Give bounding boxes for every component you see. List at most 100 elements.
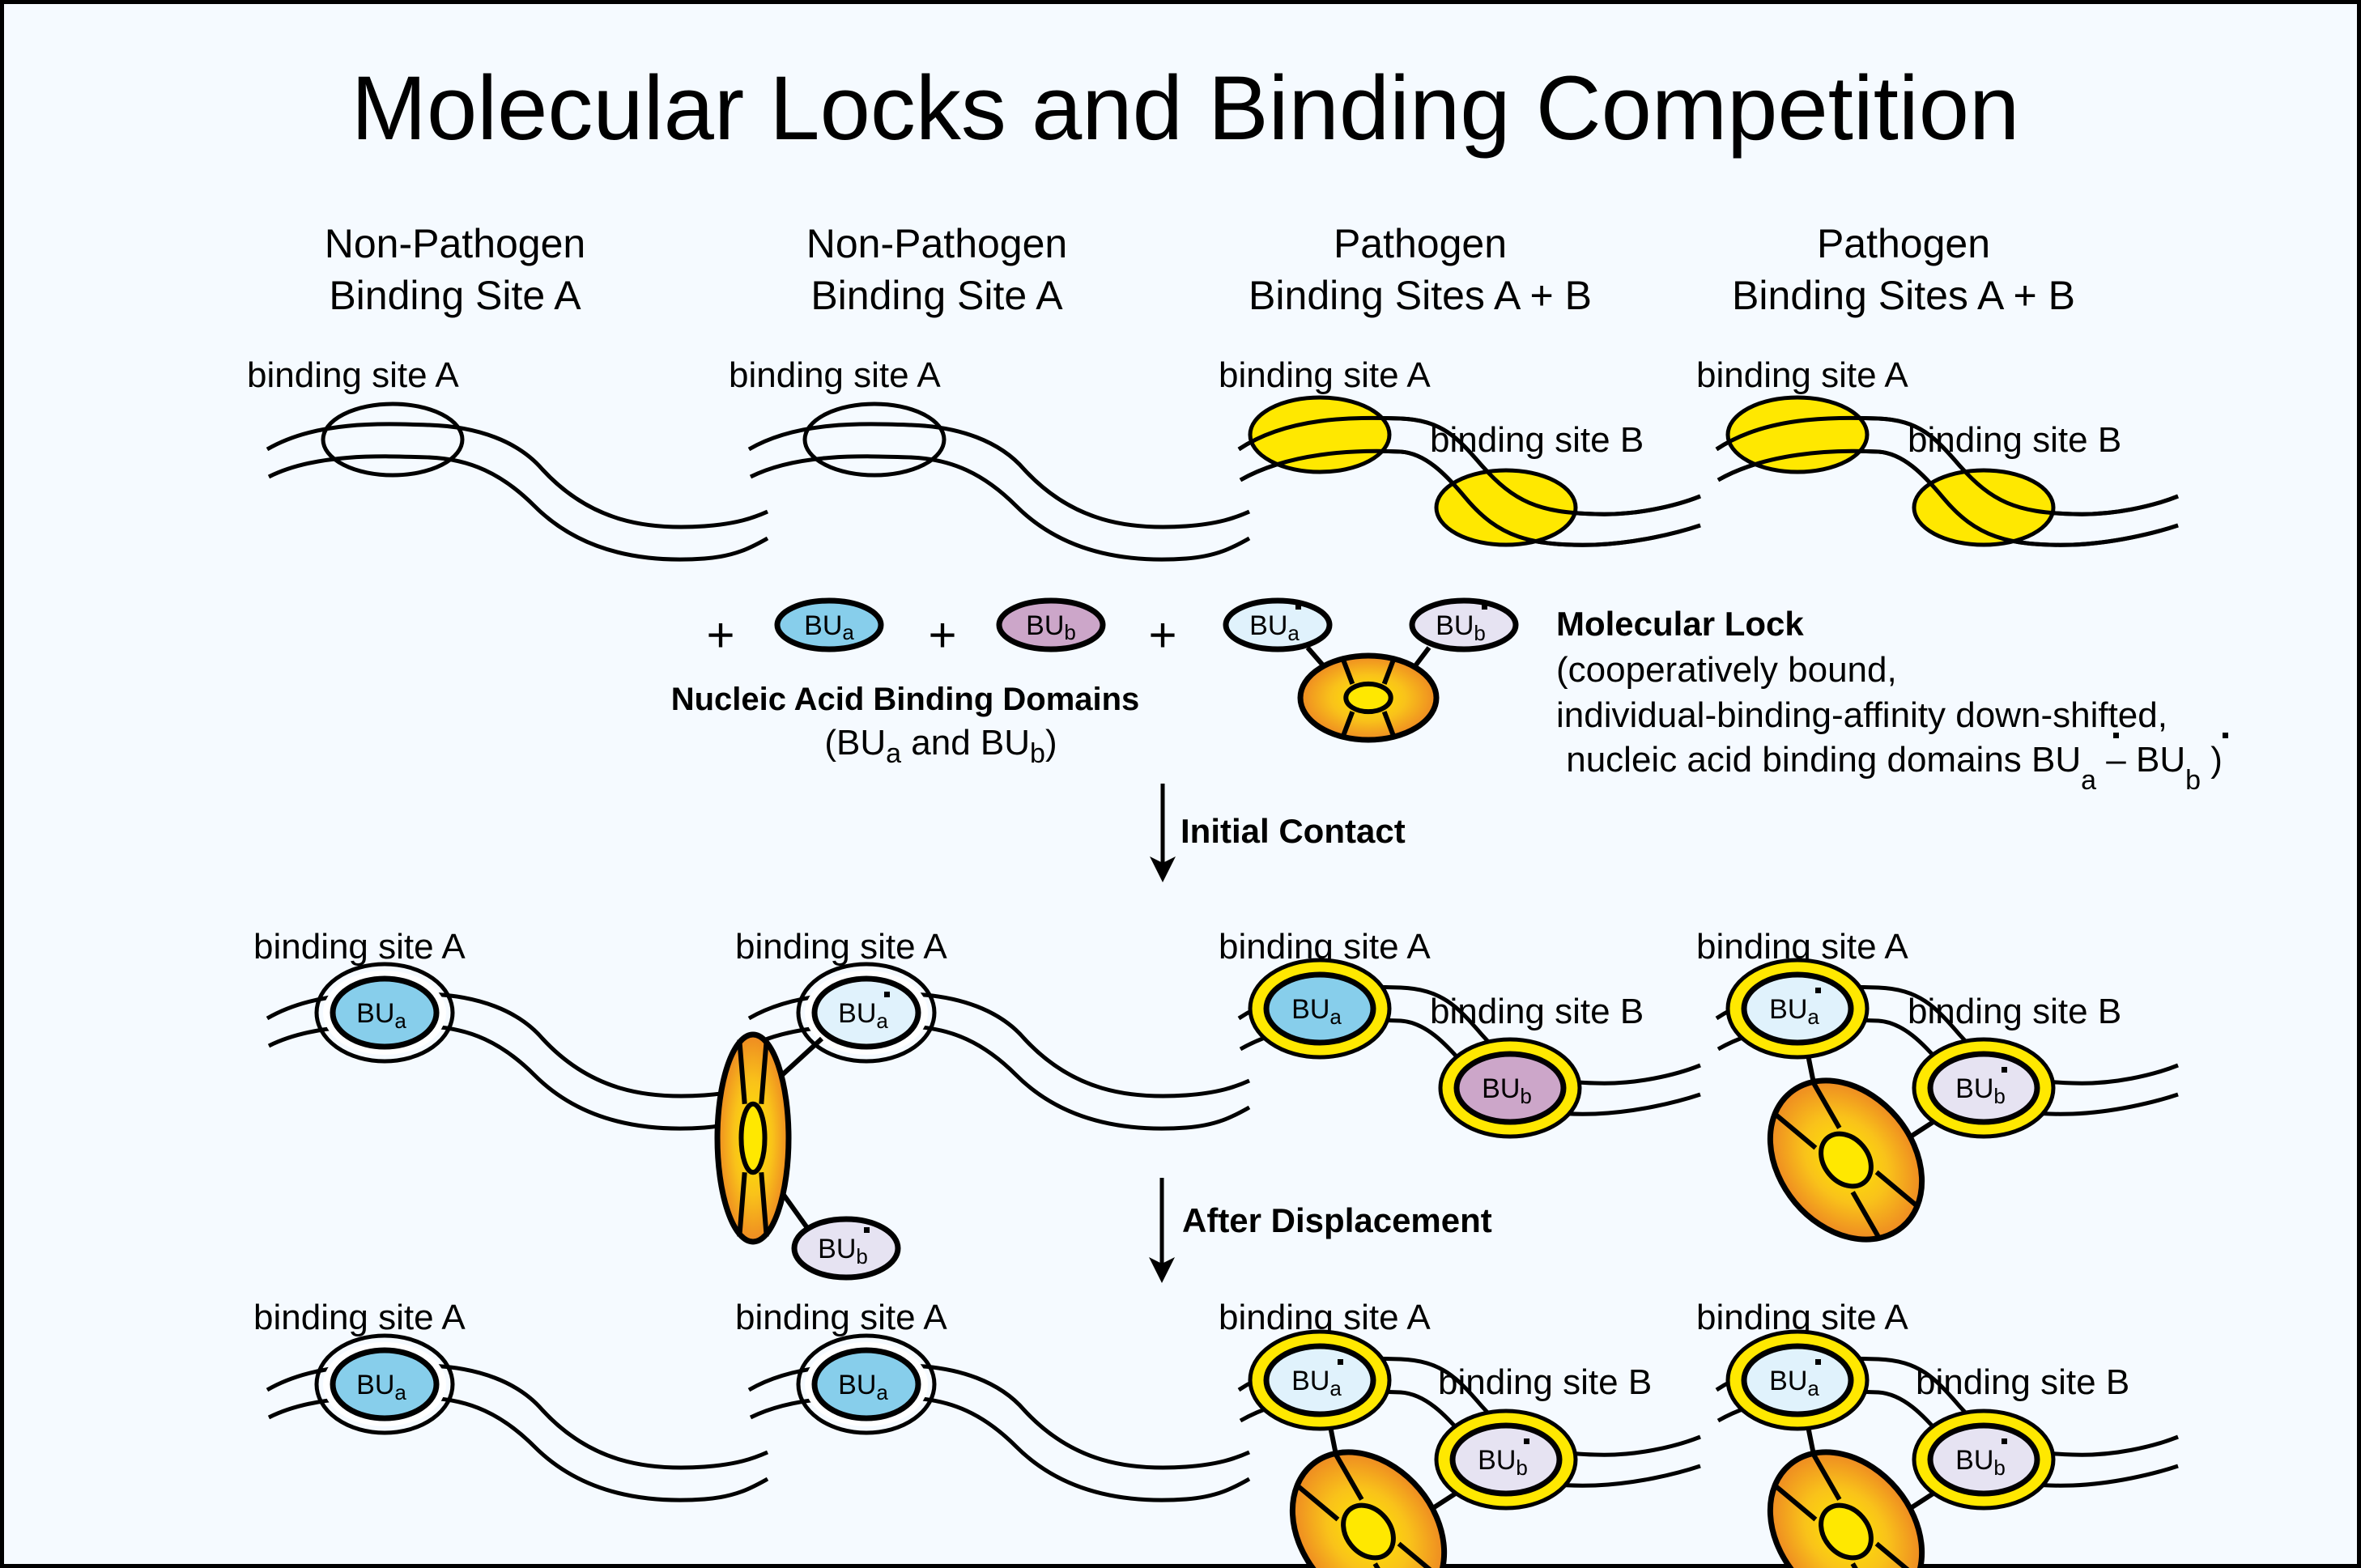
strand-top bbox=[266, 422, 769, 529]
bu-a-minus-domain: BUa bbox=[1223, 597, 1333, 652]
step-arrow-initial-contact: Initial Contact bbox=[1150, 784, 1406, 882]
nabd-title: Nucleic Acid Binding Domains bbox=[671, 682, 1140, 717]
binding-site-a-label: binding site A bbox=[1219, 355, 1431, 395]
bu-a-ellipse bbox=[774, 597, 884, 652]
bu-b-domain: BUb bbox=[1453, 1051, 1567, 1125]
column-header-4-line2: Binding Sites A + B bbox=[1732, 273, 2075, 318]
strand-top bbox=[747, 422, 1251, 529]
molecular-lock bbox=[1767, 1449, 1925, 1568]
minus-mark bbox=[2002, 1067, 2007, 1073]
strand-bottom bbox=[1717, 448, 2179, 547]
binding-site-a-label: binding site A bbox=[735, 1298, 947, 1337]
lock-core bbox=[1343, 681, 1393, 715]
binding-site-a-ring bbox=[796, 962, 937, 1064]
nabd-subtitle: (BUa and BUb) bbox=[824, 723, 1057, 769]
binding-site-a-label: binding site A bbox=[253, 1298, 466, 1337]
column-header-4-line1: Pathogen bbox=[1817, 221, 1990, 266]
binding-site-a-label: binding site A bbox=[735, 927, 947, 967]
minus-mark bbox=[864, 1227, 870, 1233]
step-label-initial-contact: Initial Contact bbox=[1180, 812, 1406, 850]
minus-mark bbox=[884, 992, 890, 997]
molecular-lock-reagent: BUa BUb bbox=[1223, 597, 1519, 743]
molecular-lock bbox=[1289, 1449, 1448, 1568]
lock-divider bbox=[759, 1039, 769, 1105]
bu-a-minus-domain-label: BUa bbox=[1249, 610, 1300, 645]
minus-mark bbox=[1295, 604, 1301, 610]
lock-divider bbox=[737, 1171, 747, 1237]
lock-divider bbox=[1397, 1541, 1443, 1568]
bu-b-minus-domain-ellipse bbox=[791, 1216, 901, 1281]
bu-b-minus-domain-ellipse bbox=[1927, 1422, 2040, 1497]
lock-divider bbox=[1294, 1482, 1340, 1522]
binding-site-b-label: binding site B bbox=[1430, 420, 1644, 460]
bu-b-domain-ellipse bbox=[1453, 1051, 1567, 1125]
minus-mark bbox=[1338, 1359, 1343, 1365]
bu-b-minus-domain-label: BUb bbox=[1478, 1445, 1528, 1480]
bu-a-minus-domain-ellipse bbox=[1741, 971, 1854, 1046]
lock-core bbox=[738, 1101, 768, 1175]
bu-a-minus-domain-label: BUa bbox=[1769, 994, 1819, 1029]
column-header-2-line2: Binding Site A bbox=[810, 273, 1063, 318]
bu-a-minus-domain-label: BUa bbox=[1291, 1366, 1342, 1400]
minus-mark-a bbox=[2113, 733, 2119, 738]
panel-initial-2: binding site A bbox=[729, 355, 1251, 562]
column-header-2-line1: Non-Pathogen bbox=[806, 221, 1067, 266]
column-header-3-line1: Pathogen bbox=[1334, 221, 1507, 266]
bu-b-domain: BUb bbox=[996, 597, 1106, 652]
bu-a-minus-domain-ellipse bbox=[1223, 597, 1333, 652]
strand-bottom bbox=[749, 454, 1251, 562]
bu-a-minus-domain: BUa bbox=[811, 975, 921, 1050]
binding-site-b-label: binding site B bbox=[1908, 992, 2121, 1031]
minus-mark bbox=[1482, 604, 1487, 610]
lock-divider bbox=[1381, 657, 1397, 685]
bu-a-domain-ellipse bbox=[330, 1347, 440, 1421]
lock-divider bbox=[1874, 1170, 1921, 1209]
bu-a-domain: BUa bbox=[774, 597, 884, 652]
arrow-head-icon bbox=[1149, 1257, 1175, 1283]
binding-site-b-outline bbox=[1912, 468, 2056, 547]
binding-site-b-outline bbox=[1434, 468, 1578, 547]
bu-b-minus-domain-label: BUb bbox=[1436, 610, 1486, 645]
diagram-title: Molecular Locks and Binding Competition bbox=[351, 57, 2020, 159]
bu-a-minus-domain-ellipse bbox=[1263, 1343, 1376, 1417]
bu-b-minus-domain-label: BUb bbox=[818, 1234, 868, 1268]
strand-bottom bbox=[267, 454, 769, 562]
binding-site-b-label: binding site B bbox=[1916, 1362, 2129, 1402]
bu-a-label: BUa bbox=[804, 610, 854, 644]
bu-a-domain-ellipse bbox=[1263, 971, 1376, 1046]
lock-divider bbox=[759, 1171, 769, 1237]
bu-a-minus-domain-ellipse bbox=[1741, 1343, 1854, 1417]
column-headers: Non-Pathogen Binding Site A Non-Pathogen… bbox=[325, 221, 2075, 318]
panel-initial-1: binding site A bbox=[247, 355, 769, 562]
lock-divider bbox=[1810, 1450, 1842, 1501]
bu-b-minus-domain: BUb bbox=[1409, 597, 1519, 652]
bu-a-domain: BUa bbox=[811, 1347, 921, 1421]
bu-a-domain-label: BUa bbox=[356, 998, 406, 1033]
binding-site-b-label: binding site B bbox=[1430, 992, 1644, 1031]
bu-b-minus-domain-ellipse bbox=[1409, 597, 1519, 652]
bu-a-domain: BUa bbox=[330, 1347, 440, 1421]
strand-bottom bbox=[1239, 448, 1701, 547]
bu-b-minus-domain: BUb bbox=[1449, 1422, 1563, 1497]
binding-site-a-outline bbox=[802, 402, 947, 478]
strand-top bbox=[1237, 415, 1701, 516]
bu-a-domain: BUa bbox=[330, 975, 440, 1050]
bu-a-minus-domain: BUa bbox=[1263, 1343, 1376, 1417]
lock-divider bbox=[1332, 1450, 1364, 1501]
step-arrow-after-displacement: After Displacement bbox=[1149, 1178, 1492, 1283]
bu-a-domain-label: BUa bbox=[356, 1370, 406, 1404]
reagents-row: + BUa + BUb + Nucleic Acid Binding Domai… bbox=[671, 597, 2228, 796]
bu-a-minus-domain-label: BUa bbox=[838, 998, 888, 1033]
column-header-3-line2: Binding Sites A + B bbox=[1249, 273, 1592, 318]
molecular-lock bbox=[714, 1031, 792, 1245]
binding-site-a-label: binding site A bbox=[247, 355, 459, 395]
bu-a-domain-label: BUa bbox=[1291, 994, 1342, 1029]
bu-b-domain-label: BUb bbox=[1482, 1073, 1532, 1108]
panel-after-displacement-2: binding site A BUa bbox=[735, 1298, 1251, 1502]
lock-divider bbox=[1772, 1482, 1818, 1522]
